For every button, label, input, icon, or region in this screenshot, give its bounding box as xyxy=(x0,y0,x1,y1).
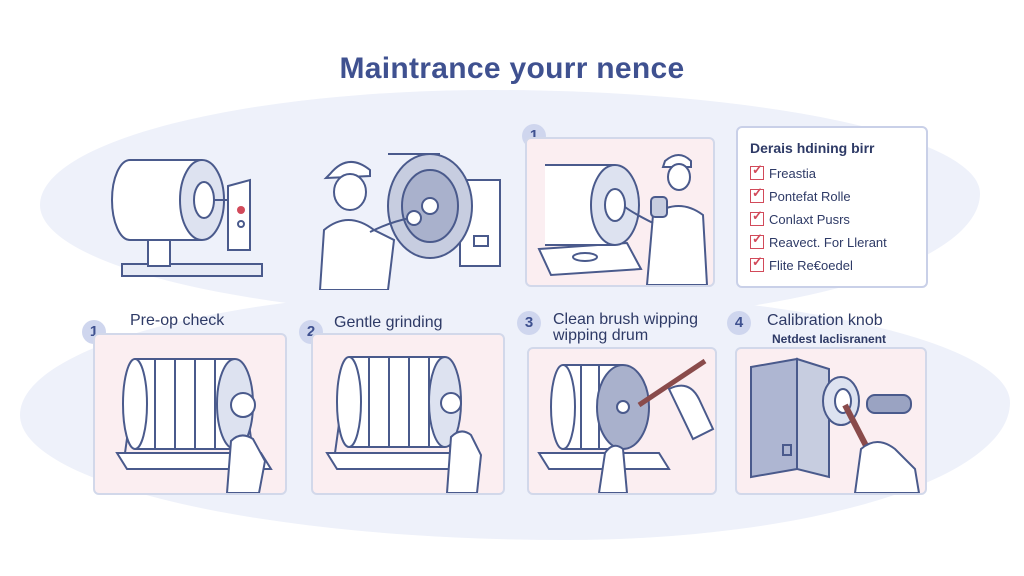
page-title: Maintrance yourr nence xyxy=(339,52,685,85)
step-3-panel xyxy=(527,347,717,495)
step-1-label: Pre-op check xyxy=(130,312,225,329)
checkbox-icon xyxy=(750,208,764,226)
step-4-badge: 4 xyxy=(727,311,751,335)
step-2-panel xyxy=(311,333,505,495)
checklist-title: Derais hdining birr xyxy=(750,140,875,156)
checkbox-icon xyxy=(750,162,764,180)
checklist-item: Freastia xyxy=(750,162,816,181)
step-4-label: Calibration knob xyxy=(767,312,883,329)
step-4-sublabel: Netdest Iaclisranent xyxy=(772,332,887,346)
checklist-item: Flite Re€oedel xyxy=(750,254,853,273)
checklist-item: Conlaxt Pusrs xyxy=(750,208,850,227)
checklist-item: Reavect. For Llerant xyxy=(750,231,887,250)
step-3-badge: 3 xyxy=(517,311,541,335)
inspection-panel xyxy=(525,137,715,287)
step-3-label-line2: wipping drum xyxy=(553,327,649,344)
technician-illustration xyxy=(310,140,510,291)
step-3-label: Clean brush wipping xyxy=(553,311,698,328)
step-4-panel xyxy=(735,347,927,495)
step-1-panel xyxy=(93,333,287,495)
checkbox-icon xyxy=(750,185,764,203)
step-2-label: Gentle grinding xyxy=(334,314,443,331)
checklist-card: Derais hdining birr Freastia Pontefat Ro… xyxy=(736,126,928,288)
checkbox-icon xyxy=(750,254,764,272)
checkbox-icon xyxy=(750,231,764,249)
machine-illustration xyxy=(100,140,280,290)
checklist-item: Pontefat Rolle xyxy=(750,185,851,204)
